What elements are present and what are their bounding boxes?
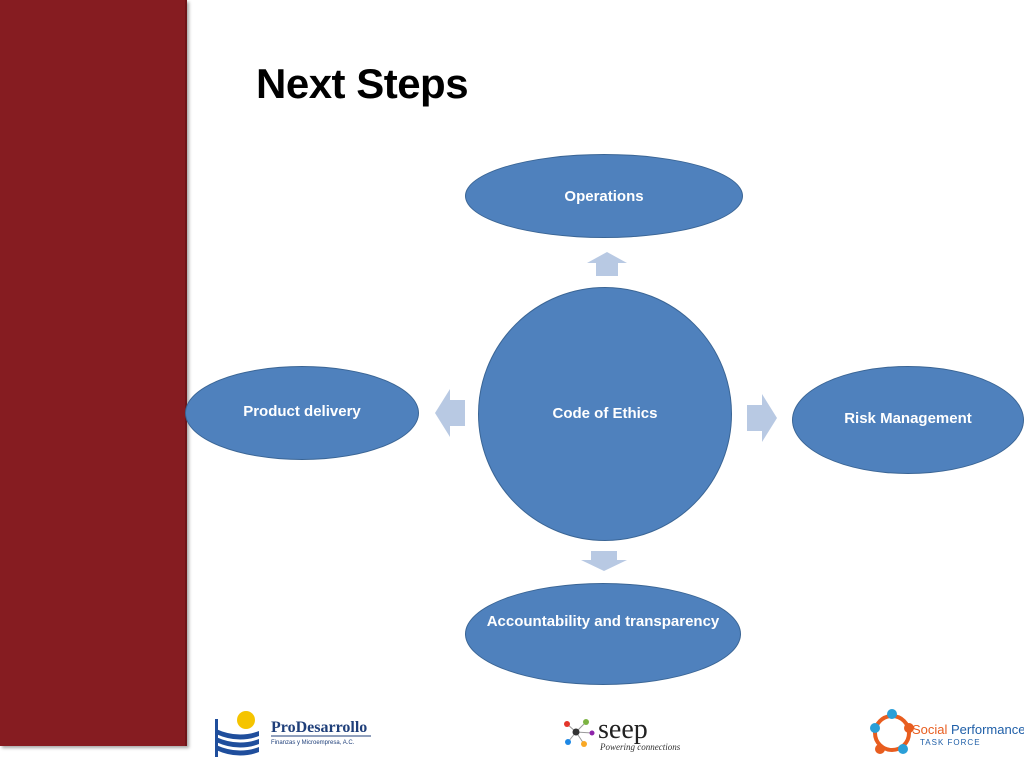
node-risk-management-label: Risk Management	[844, 410, 972, 427]
sun-icon	[237, 711, 255, 729]
node-accountability-transparency-label: Accountability and transparency	[486, 613, 720, 630]
sp-word-performance: Performance	[951, 722, 1024, 737]
node-code-of-ethics: Code of Ethics	[478, 287, 732, 541]
sp-tagline: TASK FORCE	[920, 738, 981, 747]
people-circle-icon	[870, 709, 914, 754]
arrow-up-icon	[587, 252, 627, 276]
sp-word-social: Social	[912, 722, 948, 737]
node-risk-management: Risk Management	[792, 366, 1024, 474]
left-accent-bar	[0, 0, 187, 746]
node-code-of-ethics-label: Code of Ethics	[552, 405, 658, 422]
social-performance-logo: Social Performance TASK FORCE	[870, 709, 1024, 754]
arrow-left-icon	[435, 389, 465, 437]
node-accountability-transparency: Accountability and transparency	[465, 583, 741, 685]
prodesarrollo-logo: ProDesarrollo Finanzas y Microempresa, A…	[215, 711, 371, 757]
slide-title: Next Steps	[256, 60, 469, 107]
seep-tagline: Powering connections	[599, 742, 681, 752]
node-operations: Operations	[465, 154, 743, 238]
arrow-down-icon	[581, 551, 627, 571]
prodesarrollo-name: ProDesarrollo	[271, 719, 367, 736]
network-dots-icon	[564, 719, 595, 747]
seep-logo: seep Powering connections	[564, 714, 681, 752]
arrow-right-icon	[747, 394, 777, 442]
prodesarrollo-tagline: Finanzas y Microempresa, A.C.	[271, 740, 355, 746]
node-product-delivery: Product delivery	[185, 366, 419, 460]
seep-name: seep	[598, 714, 648, 745]
node-operations-label: Operations	[564, 188, 644, 205]
node-product-delivery-label: Product delivery	[243, 403, 361, 420]
